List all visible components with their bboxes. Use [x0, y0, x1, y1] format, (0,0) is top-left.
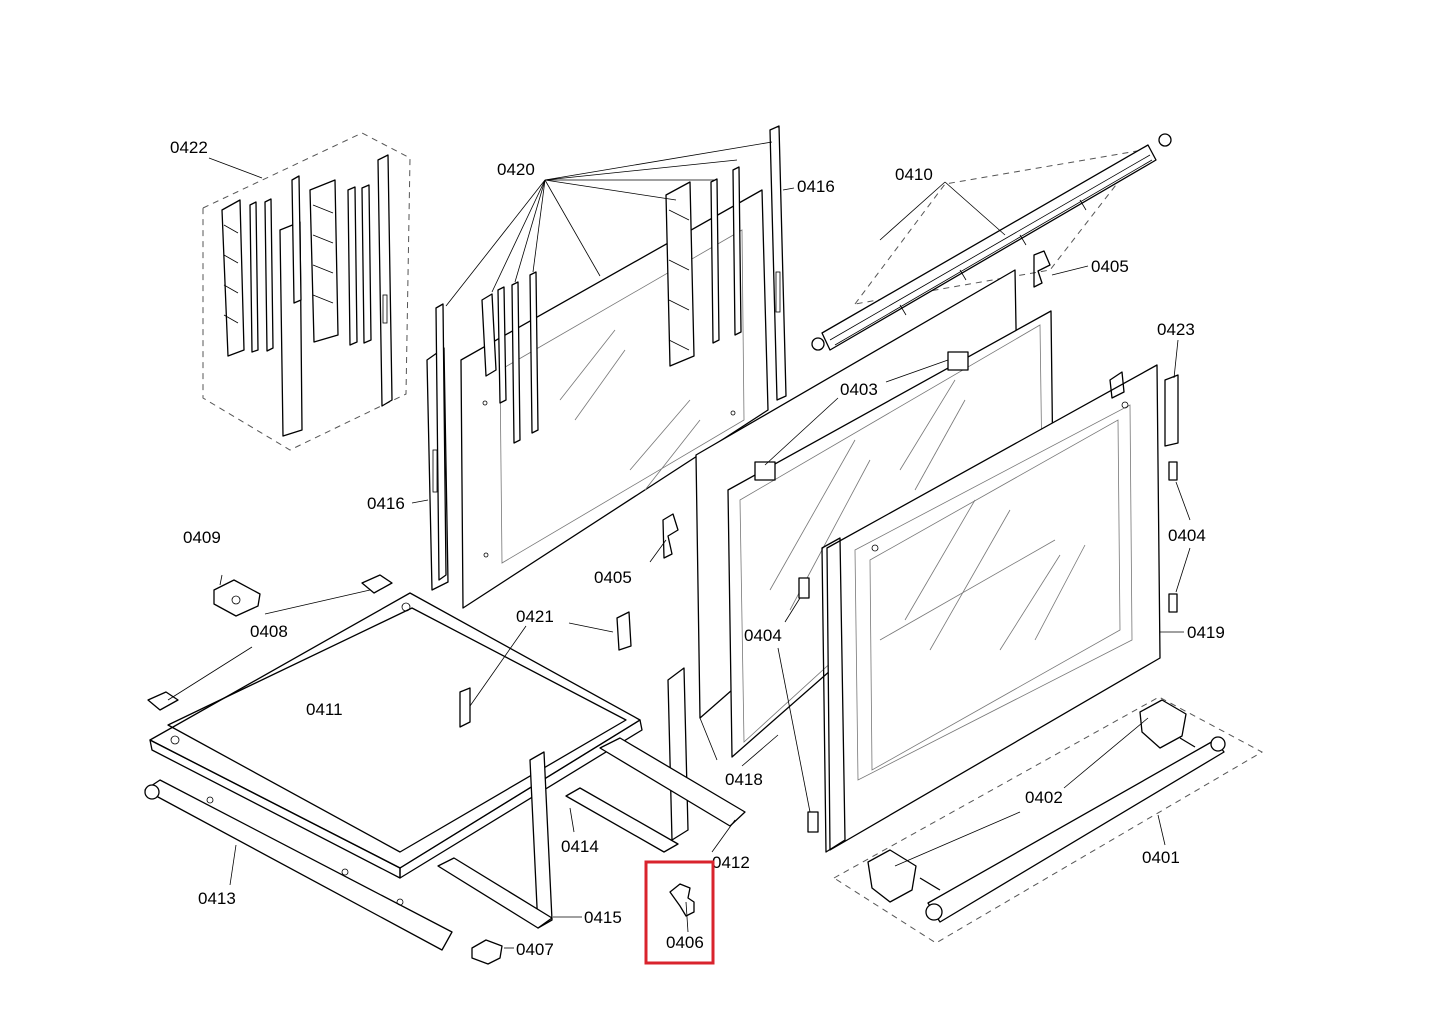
- label-0403: 0403: [840, 380, 878, 399]
- label-0405-side: 0405: [594, 568, 632, 587]
- spacer-0404-right-top: [1168, 461, 1178, 481]
- label-0419: 0419: [1187, 623, 1225, 642]
- hinge-assembly-group: [202, 132, 411, 451]
- bracket-0412: [599, 667, 746, 841]
- left-door-rail: [426, 303, 449, 591]
- label-0406: 0406: [666, 933, 704, 952]
- label-0405-top: 0405: [1091, 257, 1129, 276]
- right-door-rail: [769, 125, 787, 401]
- label-0415: 0415: [584, 908, 622, 927]
- label-0422: 0422: [170, 138, 208, 157]
- bracket-0421: [616, 611, 632, 651]
- clip-0407: [471, 939, 503, 965]
- label-0414: 0414: [561, 837, 599, 856]
- label-0423: 0423: [1157, 320, 1195, 339]
- label-0410: 0410: [895, 165, 933, 184]
- label-0420-leaders: [445, 141, 773, 307]
- label-0420: 0420: [497, 160, 535, 179]
- door-bottom-tray: [149, 592, 643, 879]
- bottom-rail-0413: [144, 779, 453, 951]
- label-0418: 0418: [725, 770, 763, 789]
- spacer-0404-mid: [798, 577, 810, 599]
- side-strip-0423: [1164, 374, 1179, 447]
- label-0416-left: 0416: [367, 494, 405, 513]
- clip-0405-top: [1033, 250, 1051, 288]
- top-profile-bar: [811, 133, 1172, 351]
- label-0402: 0402: [1025, 788, 1063, 807]
- outer-door-frame: [821, 364, 1161, 853]
- bracket-0414: [565, 787, 679, 853]
- label-0412: 0412: [712, 853, 750, 872]
- clip-0408: [147, 574, 393, 711]
- lock-0409: [213, 579, 261, 617]
- highlight-box: [644, 860, 715, 965]
- label-0411: 0411: [306, 700, 343, 719]
- door-handle-assembly: [833, 696, 1264, 944]
- label-0404-mid: 0404: [744, 626, 782, 645]
- bracket-0415: [437, 751, 553, 929]
- spacer-strips: [481, 166, 742, 444]
- label-0413: 0413: [198, 889, 236, 908]
- label-0416-top: 0416: [797, 177, 835, 196]
- label-0407: 0407: [516, 940, 554, 959]
- spacer-0404-bottom: [807, 811, 819, 833]
- label-0404-right: 0404: [1168, 526, 1206, 545]
- clip-0406: [669, 883, 695, 917]
- label-0408: 0408: [250, 622, 288, 641]
- label-0401: 0401: [1142, 848, 1180, 867]
- clip-0405-side: [662, 513, 679, 559]
- label-0421: 0421: [516, 607, 554, 626]
- spacer-0404-right-bottom: [1168, 593, 1178, 613]
- label-0409: 0409: [183, 528, 221, 547]
